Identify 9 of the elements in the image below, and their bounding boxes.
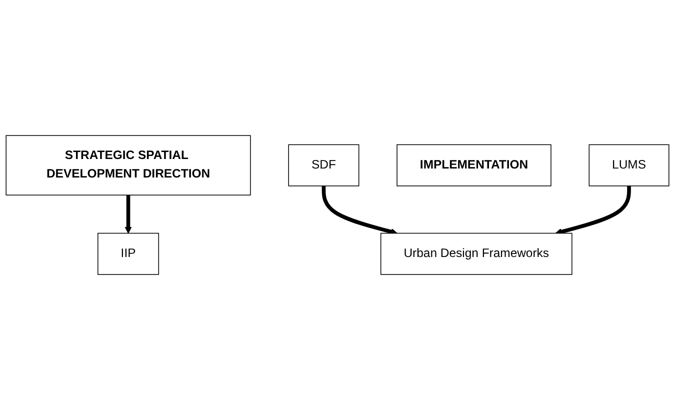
- node-box: IMPLEMENTATION: [396, 144, 552, 186]
- node-box: Urban Design Frameworks: [380, 232, 572, 275]
- node-box: STRATEGIC SPATIAL DEVELOPMENT DIRECTION: [6, 135, 251, 196]
- arrow: [124, 195, 132, 234]
- node-box: LUMS: [588, 144, 670, 186]
- arrow: [322, 186, 398, 235]
- arrow: [555, 186, 631, 235]
- node-box: SDF: [288, 144, 360, 186]
- node-box: IIP: [98, 232, 160, 275]
